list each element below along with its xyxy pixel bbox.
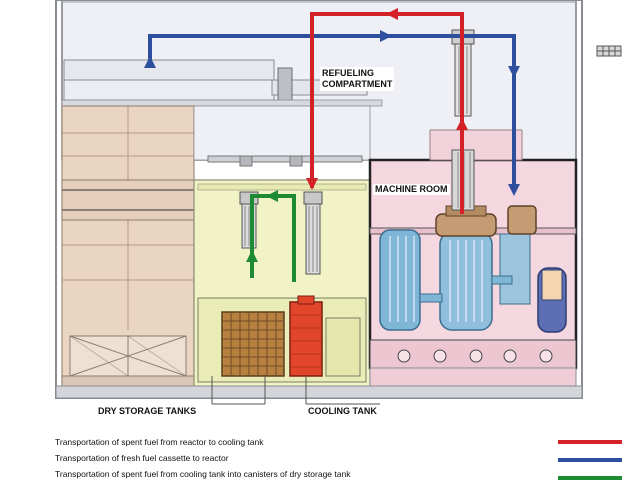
red-arrow-down <box>306 178 318 190</box>
blue-arrow-up <box>144 56 156 68</box>
legend-text-red: Transportation of spent fuel from reacto… <box>55 437 264 447</box>
route-spent-to-cooling <box>306 8 468 214</box>
dry-storage-label: DRY STORAGE TANKS <box>98 406 197 416</box>
legend-text-green: Transportation of spent fuel from coolin… <box>55 469 351 479</box>
legend-line-red <box>558 440 622 444</box>
blue-arrow-right <box>380 30 392 42</box>
crane-structure <box>63 59 275 81</box>
refueling-label-line2: COMPARTMENT <box>322 79 393 89</box>
cooling-tank <box>289 301 323 377</box>
green-arrow-left <box>266 190 278 202</box>
green-arrow-up <box>246 250 258 262</box>
refueling-label-line1: REFUELING <box>322 68 375 78</box>
pump-symbols <box>397 349 553 363</box>
legend-line-blue <box>558 458 622 462</box>
red-arrow-left <box>386 8 398 20</box>
fuel-canister-right <box>303 191 323 275</box>
red-arrow-up <box>456 118 468 130</box>
legend-line-green <box>558 476 622 480</box>
route-fresh-to-reactor <box>144 30 520 196</box>
fuel-canister-left <box>239 191 259 249</box>
route-cooling-to-dry <box>246 190 296 282</box>
machine-room-label: MACHINE ROOM <box>373 184 450 195</box>
legend-text-blue: Transportation of fresh fuel cassette to… <box>55 453 229 463</box>
blue-arrow-down <box>508 184 520 196</box>
blue-arrow-down-2 <box>508 66 520 78</box>
refueling-compartment-label: REFUELING COMPARTMENT <box>320 67 395 91</box>
cooling-tank-label: COOLING TANK <box>308 406 377 416</box>
foundation <box>55 385 583 399</box>
dry-storage-tank <box>221 311 285 377</box>
